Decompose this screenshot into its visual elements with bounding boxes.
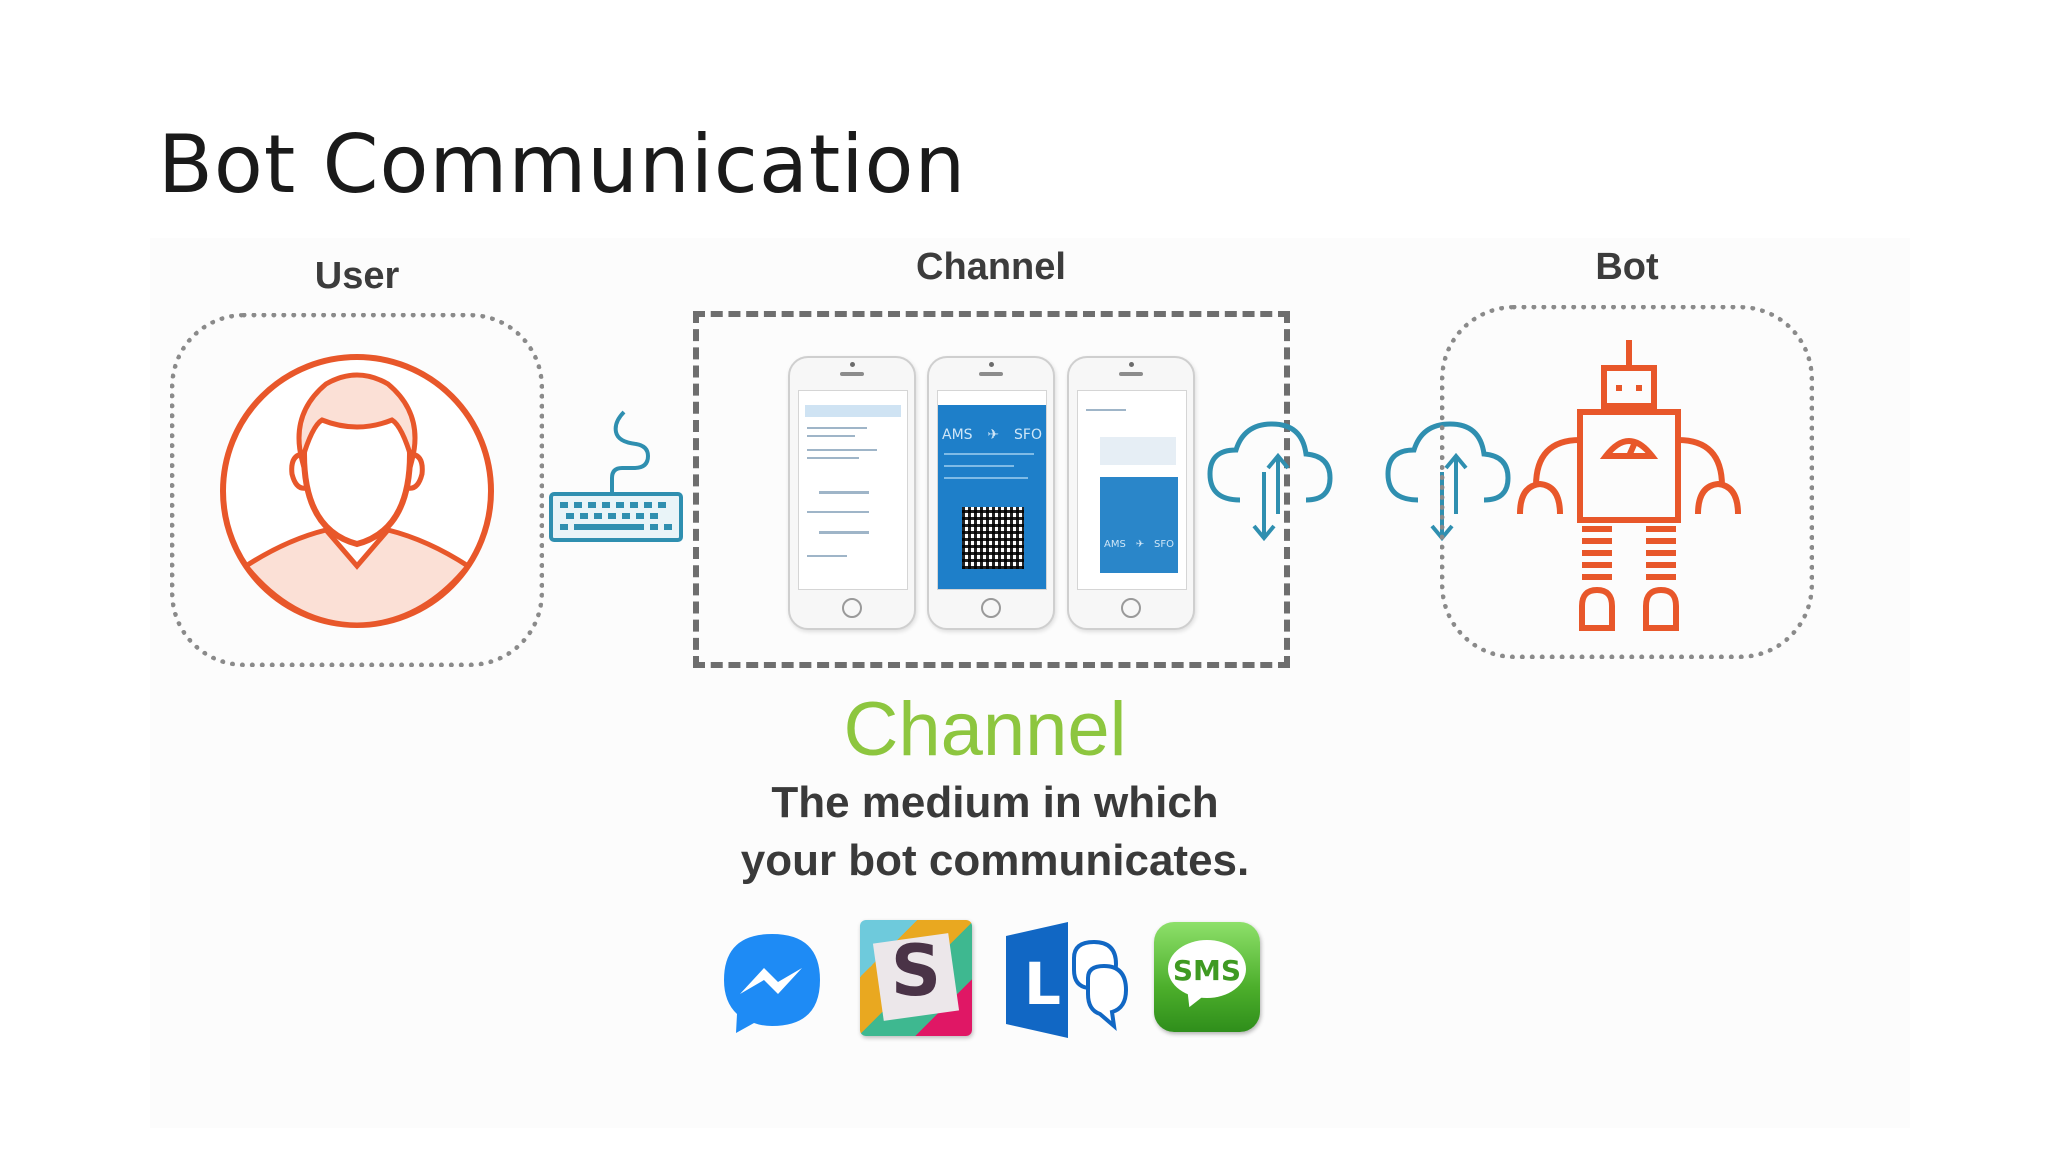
channel-description: The medium in which your bot communicate… [660,774,1330,890]
label-channel: Channel [916,246,1066,288]
lync-icon-letter: L [1024,950,1061,1018]
origin-code: AMS [1104,539,1126,550]
user-box [170,313,544,667]
bot-box [1440,305,1814,659]
destination-code: SFO [1154,539,1174,550]
sms-icon: SMS [1154,922,1260,1032]
robot-icon [1517,340,1741,631]
plane-icon: ✈ [987,427,1000,443]
messenger-icon [724,934,820,1033]
slack-icon-letter: S [890,930,942,1012]
destination-code: SFO [1014,427,1042,443]
channel-description-line: your bot communicates. [740,836,1250,885]
channel-heading: Channel [843,687,1127,772]
lync-icon: L [1006,922,1129,1038]
origin-code: AMS [942,427,973,443]
phone-screen: AMS ✈ SFO [937,390,1047,590]
label-user: User [314,255,400,297]
sms-icon-label: SMS [1172,954,1242,987]
channel-description-line: The medium in which [771,778,1219,827]
keyboard-icon [549,410,683,542]
slide-title: Bot Communication [158,118,967,211]
cloud-upload-download-icon [1207,421,1333,542]
phone-mockup: AMS ✈ SFO [1067,356,1195,630]
user-avatar-icon [220,354,494,628]
phone-mockup: AMS ✈ SFO [927,356,1055,630]
slack-icon: S [860,920,972,1036]
phone-screen [798,390,908,590]
phone-mockup [788,356,916,630]
label-bot: Bot [1595,246,1659,288]
phone-screen: AMS ✈ SFO [1077,390,1187,590]
qr-code [962,507,1024,569]
plane-icon: ✈ [1135,539,1145,550]
channel-box [693,311,1290,668]
